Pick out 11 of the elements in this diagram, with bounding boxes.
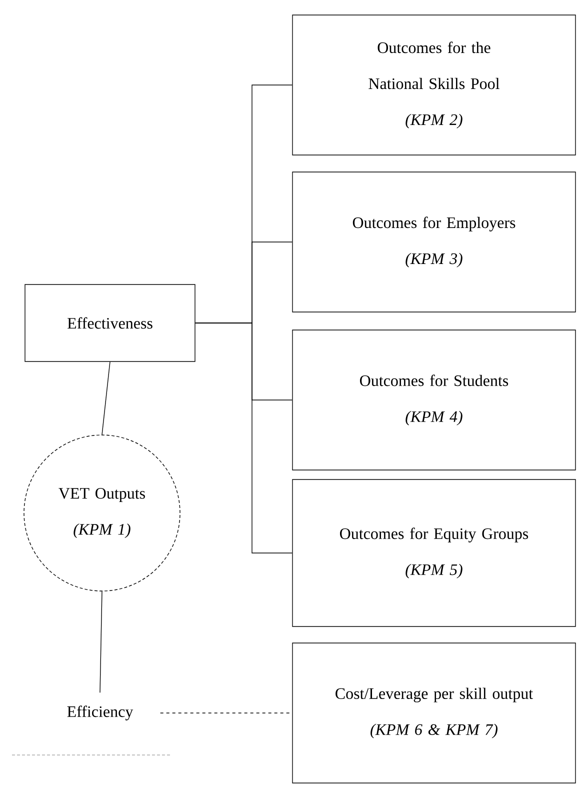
connector-line xyxy=(195,322,292,554)
connector-line xyxy=(100,591,102,693)
connector-line xyxy=(102,362,110,435)
text-label: Efficiency xyxy=(67,706,134,720)
outcome-box: Outcomes for Employers (KPM 3) xyxy=(292,172,576,312)
outcome-box: Outcomes for the National Skills Pool (KPM 2) xyxy=(292,14,576,156)
outcome-box: Cost/Leverage per skill output (KPM 6 & KPM 7) xyxy=(292,642,576,784)
outcome-box: Effectiveness xyxy=(24,284,196,362)
outcome-box: Outcomes for Students (KPM 4) xyxy=(292,330,576,470)
outcome-box: Outcomes for Equity Groups (KPM 5) xyxy=(292,479,576,627)
connector-line xyxy=(160,712,292,714)
